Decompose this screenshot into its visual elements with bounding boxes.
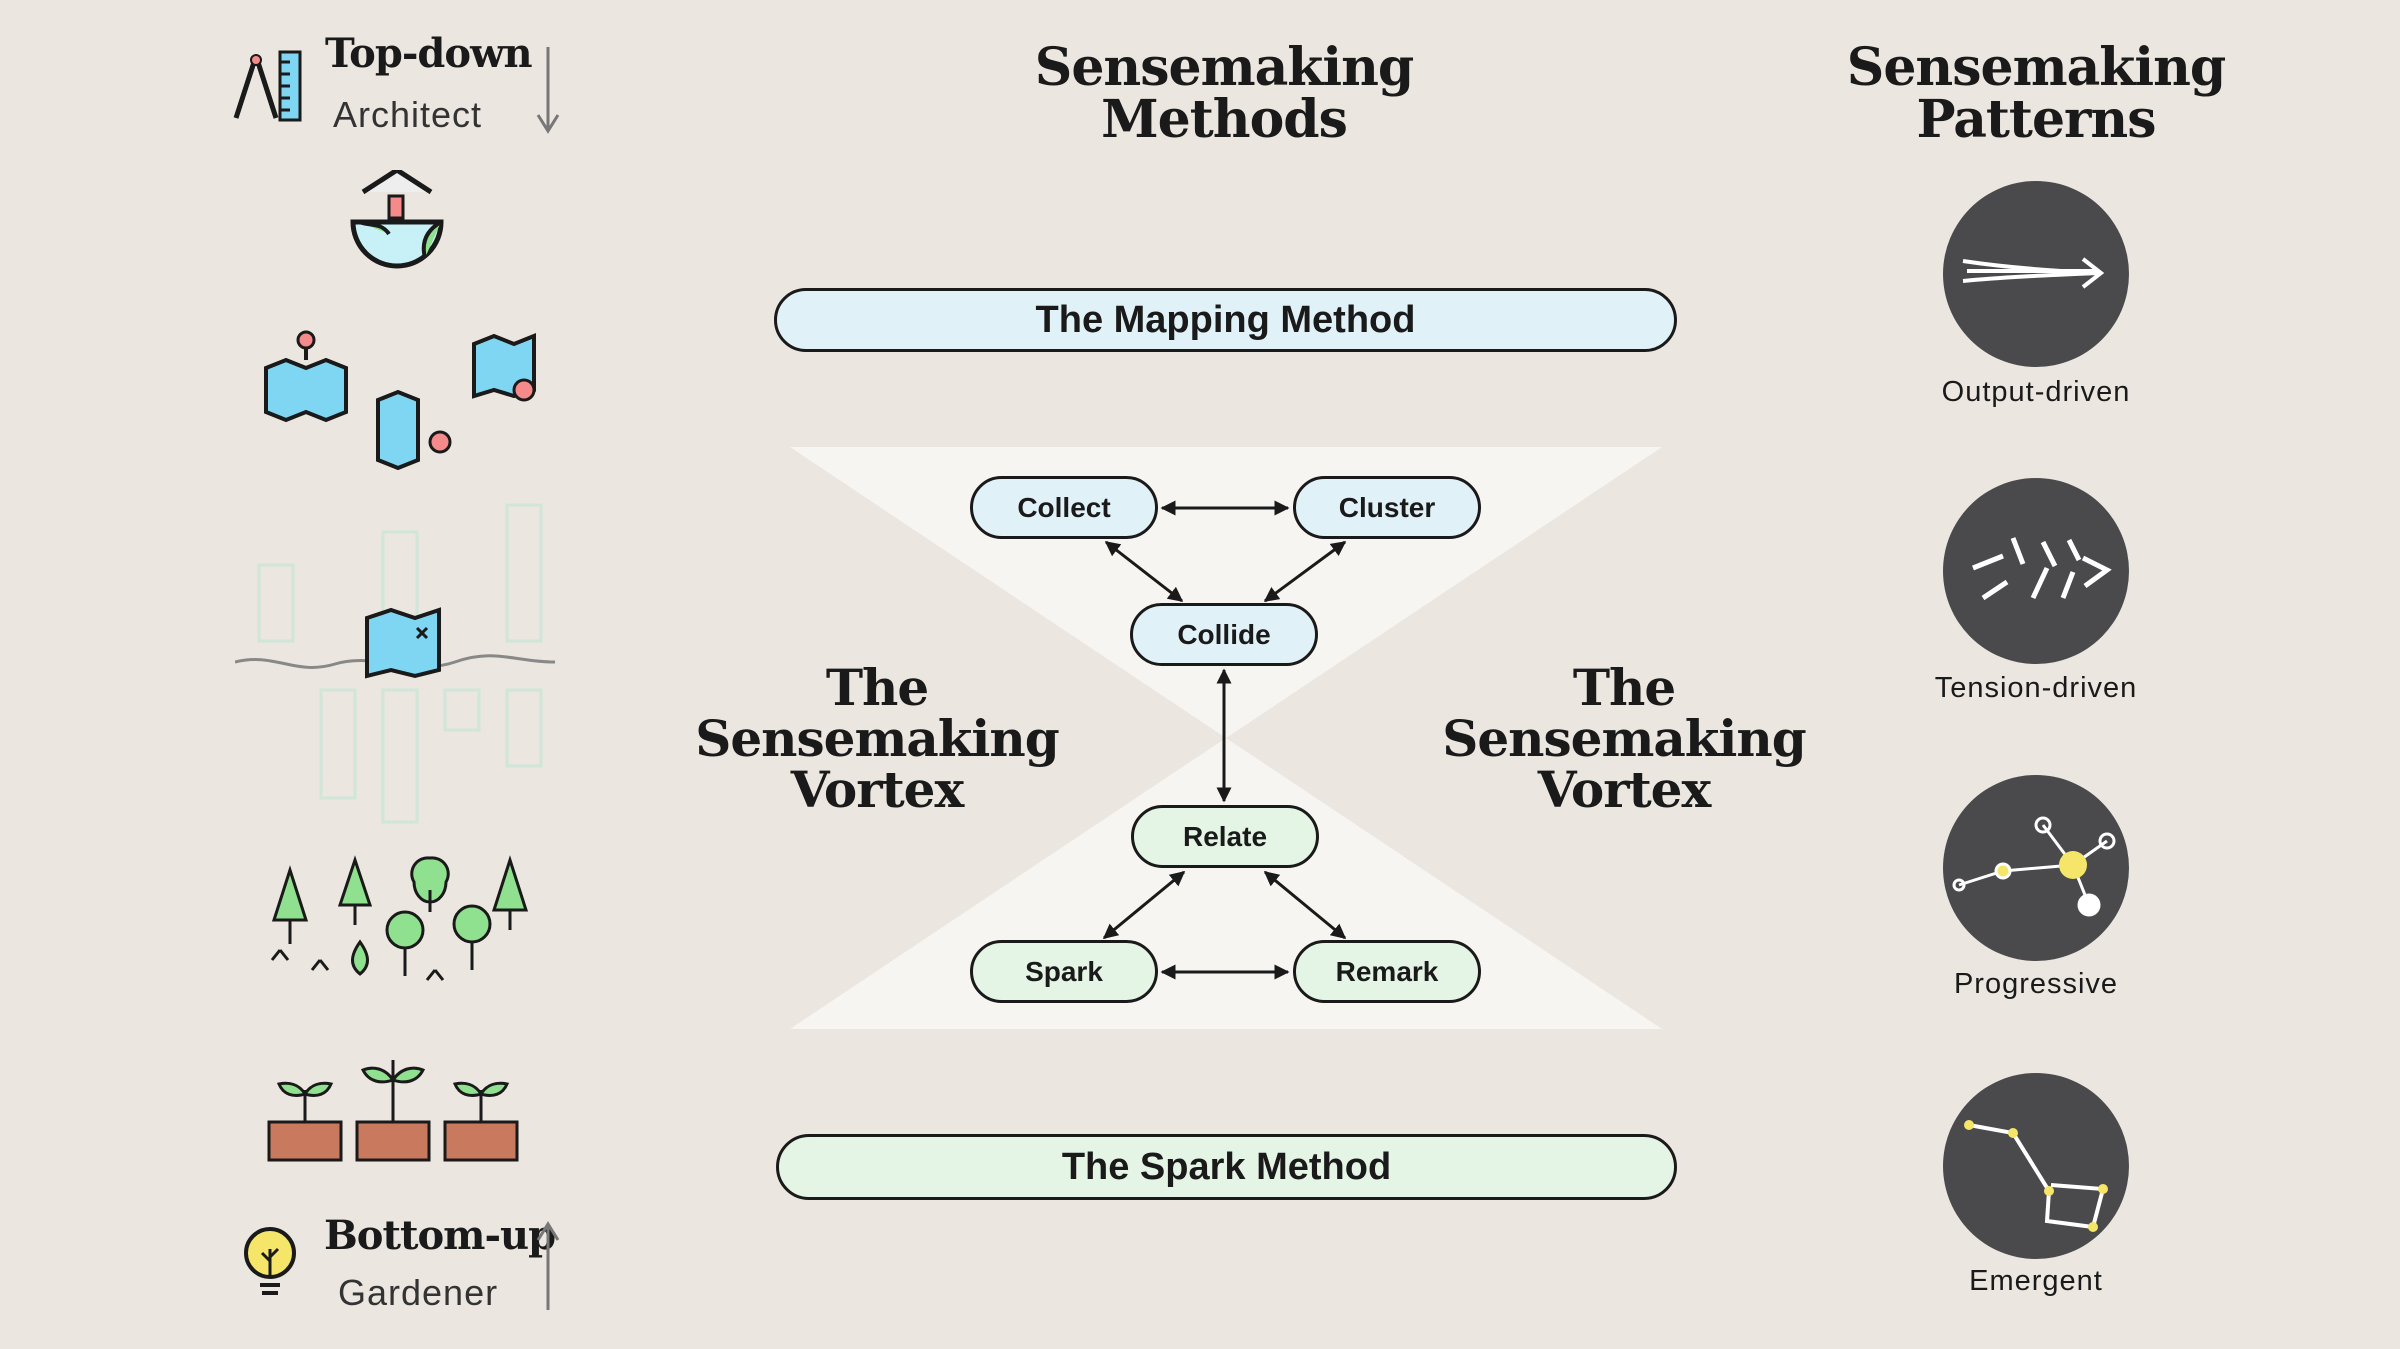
pattern-label: Progressive [1953, 968, 2119, 1000]
compass-ruler-icon [233, 50, 302, 122]
tension-driven-icon [1943, 478, 2129, 664]
arrow-down-icon [536, 47, 560, 134]
node-collide: Collide [1130, 603, 1318, 666]
pattern-label: Emergent [1969, 1265, 2103, 1297]
arrow-up-icon [536, 1221, 560, 1310]
progressive-icon [1943, 775, 2129, 961]
architect-label: Architect [333, 94, 483, 135]
forest-icon [270, 855, 529, 981]
mapping-method-pill: The Mapping Method [774, 288, 1677, 352]
pattern-label: Tension-driven [1934, 672, 2138, 704]
treasure-map-icon [235, 503, 556, 824]
bottom-up-title: Bottom-up [324, 1212, 556, 1259]
gardener-label: Gardener [338, 1272, 499, 1313]
emergent-icon [1943, 1073, 2129, 1259]
node-collect: Collect [970, 476, 1158, 539]
node-cluster: Cluster [1293, 476, 1481, 539]
output-driven-icon [1943, 181, 2129, 367]
node-remark: Remark [1293, 940, 1481, 1003]
maps-icon [264, 330, 536, 470]
pattern-label: Output-driven [1941, 376, 2131, 408]
lightbulb-icon [244, 1227, 296, 1295]
node-spark: Spark [970, 940, 1158, 1003]
node-relate: Relate [1131, 805, 1319, 868]
sprouts-icon [267, 1060, 519, 1162]
spark-method-pill: The Spark Method [776, 1134, 1677, 1200]
house-globe-icon [350, 170, 444, 269]
top-down-title: Top-down [325, 30, 533, 77]
